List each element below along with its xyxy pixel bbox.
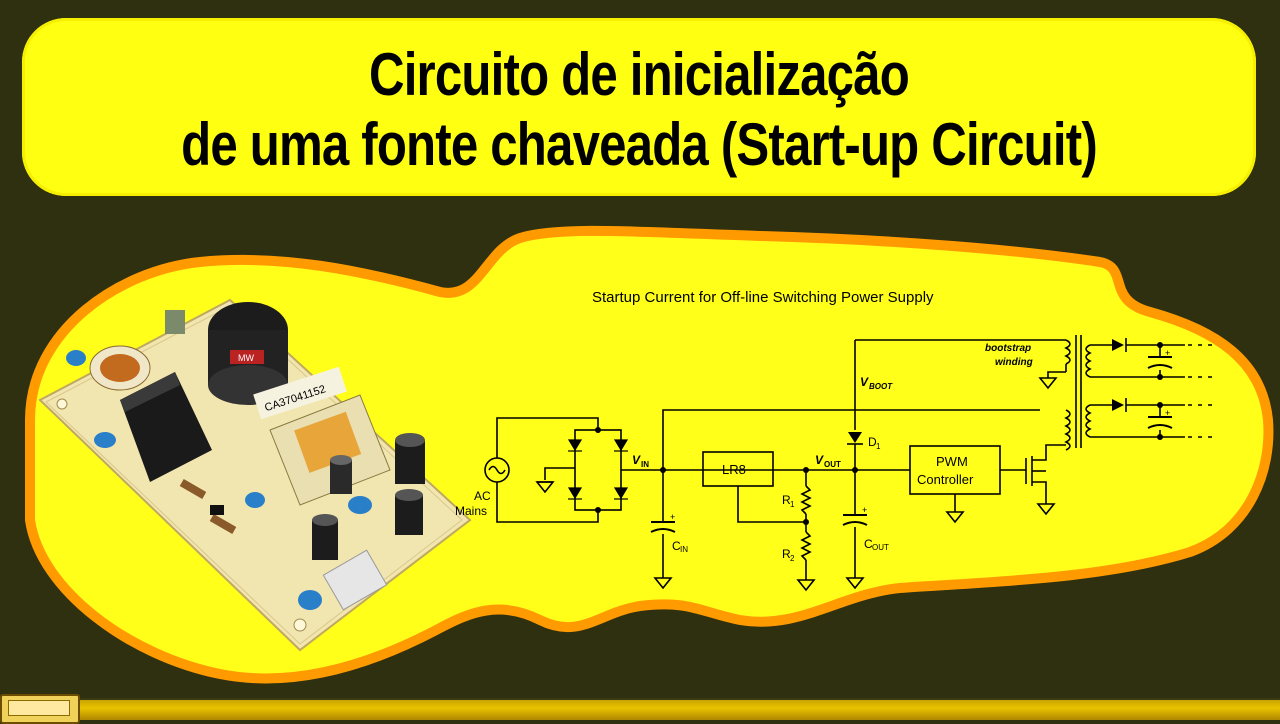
r1-label: R [782,493,791,507]
title-line-1: Circuito de inicialização [369,41,910,108]
pcb-mount-hole [293,618,307,632]
pwm-label-1: PWM [936,454,968,469]
electrolytic-capacitor [312,520,338,560]
diagram-heading: Startup Current for Off-line Switching P… [592,289,934,306]
title-line-2: de uma fonte chaveada (Start-up Circuit) [181,111,1098,178]
vin-sub: IN [641,460,649,469]
capacitor [298,590,322,610]
resistor [209,514,237,534]
ground-symbols [535,377,1058,592]
corner-widget [0,694,80,724]
d1-diode-symbol [848,432,862,443]
title-banner: Circuito de inicialização de uma fonte c… [22,18,1256,196]
pcb-mount-hole [56,398,68,410]
vin-label: V [632,453,641,467]
output-connector [322,549,388,611]
vboot-sub: BOOT [869,382,893,391]
r2-sub: 2 [790,554,795,563]
electrolytic-capacitor [395,440,425,484]
cin-sub: IN [680,545,688,554]
electrolytic-capacitor [330,460,352,494]
sec2-plus: + [1165,408,1170,418]
sec1-plus: + [1165,348,1170,358]
cout-sub: OUT [872,543,889,552]
cin-plus: + [670,512,675,522]
bootstrap-label-1: bootstrap [985,343,1031,354]
ac-mains-label-2: Mains [455,504,487,518]
cin-label: C [672,539,681,553]
d1-label: D [868,435,877,449]
capacitor-symbols [650,356,1173,533]
bridge-diodes [567,439,629,500]
cout-label: C [864,537,873,551]
lr8-label: LR8 [722,462,746,477]
r1-sub: 1 [790,500,795,509]
output-dashes [1188,344,1215,438]
bottom-bar [70,700,1280,720]
vboot-label: V [860,375,869,389]
ic-chip [210,505,224,515]
secondary-diode-symbol [1112,339,1124,351]
brand-mark: MW [238,353,254,363]
vout-label: V [815,453,824,467]
d1-sub: 1 [876,442,881,451]
capacitor [245,492,265,508]
r2-label: R [782,547,791,561]
capacitor [348,496,372,514]
capacitor [66,350,86,366]
secondary-diode-symbol [1112,399,1124,411]
transistor [165,310,185,334]
capacitor [94,432,116,448]
cout-plus: + [862,505,867,515]
vout-sub: OUT [824,460,841,469]
node-dots [595,342,1163,525]
bootstrap-label-2: winding [995,357,1033,368]
electrolytic-capacitor [395,495,423,535]
ac-mains-label-1: AC [474,489,491,503]
pwm-label-2: Controller [917,472,974,487]
label-sticker [253,366,347,420]
resistor [179,479,207,499]
